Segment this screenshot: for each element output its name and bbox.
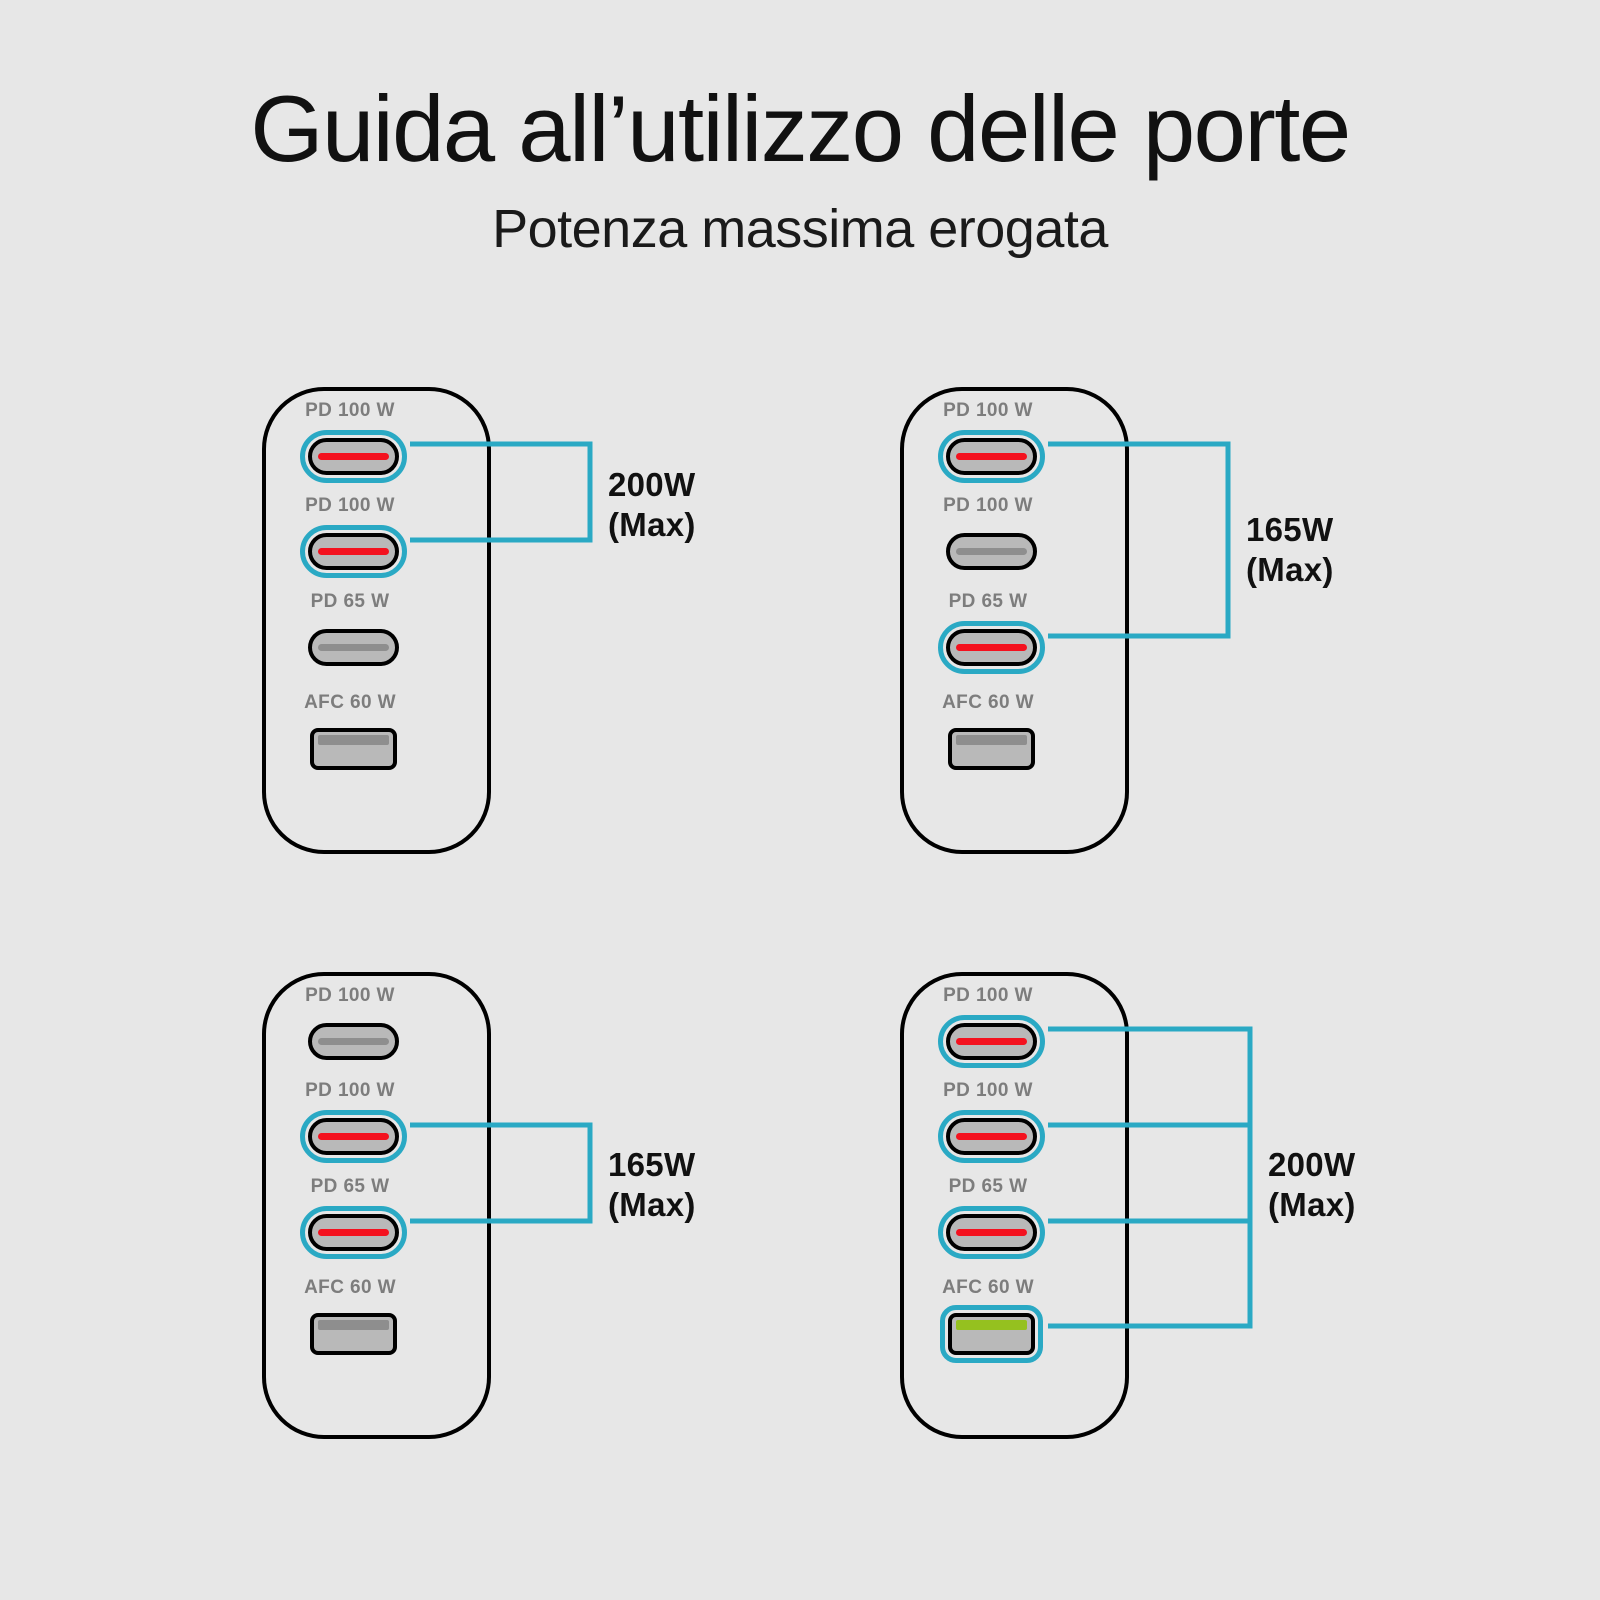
usb-a-port-icon[interactable] bbox=[262, 720, 438, 778]
port-label: PD 100 W bbox=[305, 1080, 395, 1101]
port-row-afc60[interactable]: AFC 60 W bbox=[900, 692, 1129, 788]
port-row-pd100-a[interactable]: PD 100 W bbox=[900, 985, 1129, 1081]
charger-scenario-grid: PD 100 W PD 100 W PD 65 W bbox=[0, 360, 1600, 1560]
power-total-value: 200W bbox=[1268, 1146, 1356, 1183]
power-readout-scenario-4: 200W (Max) bbox=[1268, 1145, 1356, 1226]
power-readout-scenario-1: 200W (Max) bbox=[608, 465, 696, 546]
port-row-afc60[interactable]: AFC 60 W bbox=[262, 692, 491, 788]
port-status-bar bbox=[956, 1133, 1027, 1140]
power-total-note: (Max) bbox=[608, 1186, 696, 1224]
port-status-bar bbox=[318, 453, 389, 460]
port-row-pd100-a[interactable]: PD 100 W bbox=[262, 985, 491, 1081]
charger-body-outline bbox=[262, 387, 491, 854]
charger-scenario-bottom-left: PD 100 W PD 100 W PD 65 W bbox=[200, 945, 900, 1475]
usb-a-port-icon[interactable] bbox=[262, 1305, 438, 1363]
port-label: AFC 60 W bbox=[304, 692, 396, 713]
power-readout-scenario-2: 165W (Max) bbox=[1246, 510, 1334, 591]
usb-c-port-icon[interactable] bbox=[900, 428, 1076, 486]
port-status-bar bbox=[318, 1038, 389, 1045]
port-list-scenario-3: PD 100 W PD 100 W PD 65 W bbox=[262, 972, 491, 1439]
port-label: AFC 60 W bbox=[942, 692, 1034, 713]
port-row-pd65[interactable]: PD 65 W bbox=[262, 591, 491, 687]
port-status-bar bbox=[956, 735, 1027, 745]
port-label: PD 100 W bbox=[943, 495, 1033, 516]
port-status-bar bbox=[318, 1320, 389, 1330]
port-status-bar bbox=[956, 1229, 1027, 1236]
port-label: PD 100 W bbox=[943, 1080, 1033, 1101]
header: Guida all’utilizzo delle porte Potenza m… bbox=[0, 0, 1600, 259]
usb-c-port-icon[interactable] bbox=[262, 428, 438, 486]
port-status-bar bbox=[956, 548, 1027, 555]
port-status-bar bbox=[956, 453, 1027, 460]
usb-a-port-icon[interactable] bbox=[900, 720, 1076, 778]
port-label: PD 100 W bbox=[943, 985, 1033, 1006]
port-list-scenario-2: PD 100 W PD 100 W PD 65 W bbox=[900, 387, 1129, 854]
charger-scenario-bottom-right: PD 100 W PD 100 W PD 65 W bbox=[838, 945, 1538, 1475]
usb-c-port-icon[interactable] bbox=[262, 523, 438, 581]
power-total-note: (Max) bbox=[1268, 1186, 1356, 1224]
usb-c-port-icon[interactable] bbox=[262, 1108, 438, 1166]
port-row-afc60[interactable]: AFC 60 W bbox=[900, 1277, 1129, 1373]
usb-c-port-icon[interactable] bbox=[900, 1108, 1076, 1166]
port-row-pd100-b[interactable]: PD 100 W bbox=[262, 1080, 491, 1176]
port-label: PD 100 W bbox=[305, 495, 395, 516]
power-total-value: 165W bbox=[1246, 511, 1334, 548]
port-label: PD 65 W bbox=[310, 1176, 390, 1197]
charger-scenario-top-right: PD 100 W PD 100 W PD 65 W bbox=[838, 360, 1538, 890]
port-label: PD 100 W bbox=[305, 985, 395, 1006]
port-label: AFC 60 W bbox=[304, 1277, 396, 1298]
port-label: PD 65 W bbox=[948, 1176, 1028, 1197]
usb-c-port-icon[interactable] bbox=[900, 523, 1076, 581]
port-label: AFC 60 W bbox=[942, 1277, 1034, 1298]
port-row-pd100-a[interactable]: PD 100 W bbox=[262, 400, 491, 496]
port-status-bar bbox=[318, 1229, 389, 1236]
power-total-value: 165W bbox=[608, 1146, 696, 1183]
usb-c-port-icon[interactable] bbox=[262, 1204, 438, 1262]
port-row-pd100-b[interactable]: PD 100 W bbox=[900, 495, 1129, 591]
port-label: PD 65 W bbox=[310, 591, 390, 612]
port-label: PD 100 W bbox=[305, 400, 395, 421]
port-status-bar bbox=[956, 1320, 1027, 1330]
usb-a-port-icon[interactable] bbox=[900, 1305, 1076, 1363]
port-row-pd65[interactable]: PD 65 W bbox=[900, 1176, 1129, 1272]
port-label: PD 100 W bbox=[943, 400, 1033, 421]
page-subtitle: Potenza massima erogata bbox=[492, 199, 1108, 259]
page-title: Guida all’utilizzo delle porte bbox=[250, 76, 1351, 181]
usb-c-port-icon[interactable] bbox=[262, 619, 438, 677]
port-status-bar bbox=[318, 644, 389, 651]
usb-c-port-icon[interactable] bbox=[262, 1013, 438, 1071]
port-list-scenario-4: PD 100 W PD 100 W PD 65 W bbox=[900, 972, 1129, 1439]
port-status-bar bbox=[318, 735, 389, 745]
port-row-pd100-b[interactable]: PD 100 W bbox=[900, 1080, 1129, 1176]
port-status-bar bbox=[318, 548, 389, 555]
power-total-value: 200W bbox=[608, 466, 696, 503]
port-row-pd100-b[interactable]: PD 100 W bbox=[262, 495, 491, 591]
power-total-note: (Max) bbox=[608, 506, 696, 544]
usb-c-port-icon[interactable] bbox=[900, 1013, 1076, 1071]
port-list-scenario-1: PD 100 W PD 100 W PD 65 W bbox=[262, 387, 491, 854]
power-total-note: (Max) bbox=[1246, 551, 1334, 589]
port-row-pd65[interactable]: PD 65 W bbox=[900, 591, 1129, 687]
port-status-bar bbox=[956, 644, 1027, 651]
usb-c-port-icon[interactable] bbox=[900, 1204, 1076, 1262]
port-row-afc60[interactable]: AFC 60 W bbox=[262, 1277, 491, 1373]
port-row-pd65[interactable]: PD 65 W bbox=[262, 1176, 491, 1272]
charger-scenario-top-left: PD 100 W PD 100 W PD 65 W bbox=[200, 360, 900, 890]
port-status-bar bbox=[956, 1038, 1027, 1045]
power-readout-scenario-3: 165W (Max) bbox=[608, 1145, 696, 1226]
usb-c-port-icon[interactable] bbox=[900, 619, 1076, 677]
port-row-pd100-a[interactable]: PD 100 W bbox=[900, 400, 1129, 496]
port-label: PD 65 W bbox=[948, 591, 1028, 612]
port-status-bar bbox=[318, 1133, 389, 1140]
